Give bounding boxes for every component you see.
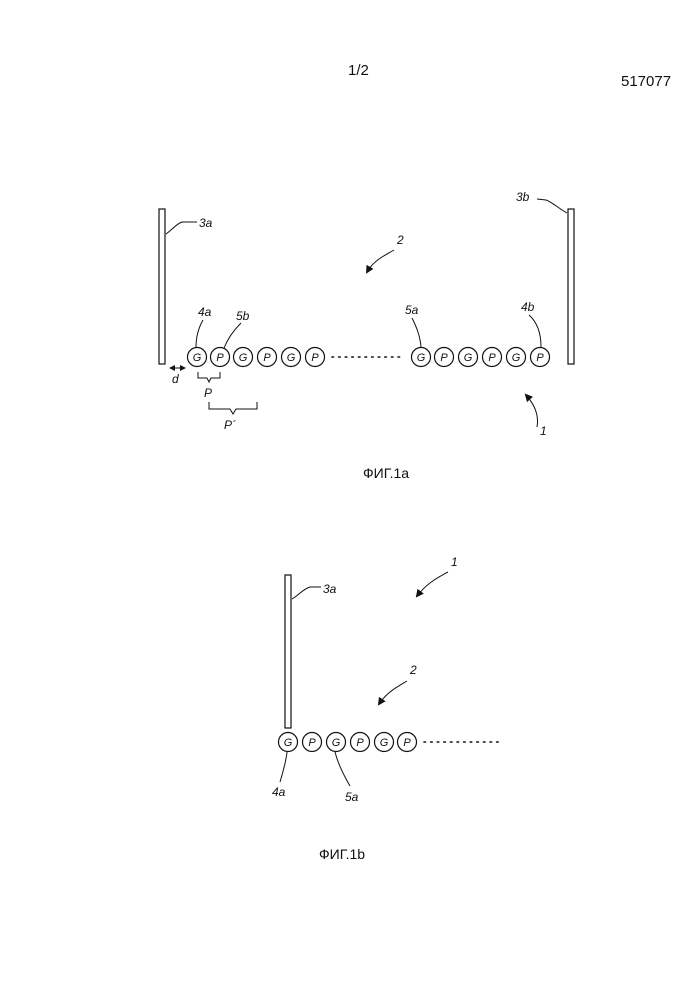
- ring-P: P: [303, 733, 322, 752]
- leader-5a: [335, 752, 350, 786]
- ring-P: P: [398, 733, 417, 752]
- ring-P: P: [351, 733, 370, 752]
- ring-letter: G: [287, 352, 296, 364]
- label-device-1: 1: [451, 555, 458, 569]
- ring-G: G: [375, 733, 394, 752]
- ring-letter: P: [311, 352, 319, 364]
- wall-3a: [159, 209, 165, 364]
- leader-3a: [166, 222, 197, 234]
- ring-letter: P: [403, 737, 411, 749]
- label-double-pitch: P´: [224, 418, 236, 432]
- ring-letter: G: [332, 737, 341, 749]
- leader-4b: [529, 315, 541, 347]
- arrow-chain-2: [379, 681, 407, 704]
- label-chain-2: 2: [396, 233, 404, 247]
- ring-group: G P G P G: [279, 733, 417, 752]
- ring-G: G: [188, 348, 207, 367]
- ring-P: P: [306, 348, 325, 367]
- arrow-device-1: [417, 572, 448, 596]
- leader-5b: [224, 323, 241, 348]
- label-5a: 5a: [345, 790, 359, 804]
- label-wall-3a: 3a: [199, 216, 213, 230]
- label-4b: 4b: [521, 300, 535, 314]
- arrow-device-1: [526, 395, 538, 427]
- leader-3a: [292, 587, 321, 599]
- brace-double-pitch: [209, 402, 257, 414]
- ring-G: G: [234, 348, 253, 367]
- ring-letter: P: [488, 352, 496, 364]
- label-4a: 4a: [198, 305, 212, 319]
- label-5a: 5a: [405, 303, 419, 317]
- ring-P: P: [435, 348, 454, 367]
- label-5b: 5b: [236, 309, 250, 323]
- ring-letter: P: [536, 352, 544, 364]
- ring-P: P: [258, 348, 277, 367]
- label-pitch-P: P: [204, 386, 212, 400]
- ring-G: G: [412, 348, 431, 367]
- ring-P: P: [531, 348, 550, 367]
- ring-group-left: G P G P G: [188, 348, 325, 367]
- ring-letter: G: [464, 352, 473, 364]
- label-chain-2: 2: [409, 663, 417, 677]
- brace-pitch: [198, 372, 220, 382]
- figure-1a-caption: ФИГ.1а: [363, 465, 409, 481]
- leader-5a: [412, 318, 421, 347]
- ring-letter: P: [263, 352, 271, 364]
- wall-3b: [568, 209, 574, 364]
- ring-G: G: [459, 348, 478, 367]
- label-device-1: 1: [540, 424, 547, 438]
- ring-group-right: G P G P G: [412, 348, 550, 367]
- figure-1b-caption: ФИГ.1b: [319, 846, 365, 862]
- ring-G: G: [279, 733, 298, 752]
- label-wall-3a: 3a: [323, 582, 337, 596]
- ring-G: G: [327, 733, 346, 752]
- wall-3a: [285, 575, 291, 728]
- ring-P: P: [211, 348, 230, 367]
- label-wall-3b: 3b: [516, 190, 530, 204]
- ring-letter: P: [356, 737, 364, 749]
- leader-4a: [280, 752, 287, 782]
- ring-letter: G: [239, 352, 248, 364]
- ring-letter: P: [308, 737, 316, 749]
- leader-4a: [196, 320, 203, 347]
- arrow-chain-2: [367, 250, 394, 272]
- ring-P: P: [483, 348, 502, 367]
- ring-letter: P: [216, 352, 224, 364]
- ring-letter: G: [512, 352, 521, 364]
- leader-3b: [537, 199, 567, 213]
- ring-G: G: [282, 348, 301, 367]
- ring-letter: G: [417, 352, 426, 364]
- figure-1a: 3a 3b 2 G P G: [159, 190, 574, 481]
- ring-letter: G: [380, 737, 389, 749]
- figure-1b: 3a 1 2 G P G: [272, 555, 503, 862]
- ring-G: G: [507, 348, 526, 367]
- ring-letter: G: [284, 737, 293, 749]
- label-gap-d: d: [172, 372, 179, 386]
- label-4a: 4a: [272, 785, 286, 799]
- ring-letter: G: [193, 352, 202, 364]
- ring-letter: P: [440, 352, 448, 364]
